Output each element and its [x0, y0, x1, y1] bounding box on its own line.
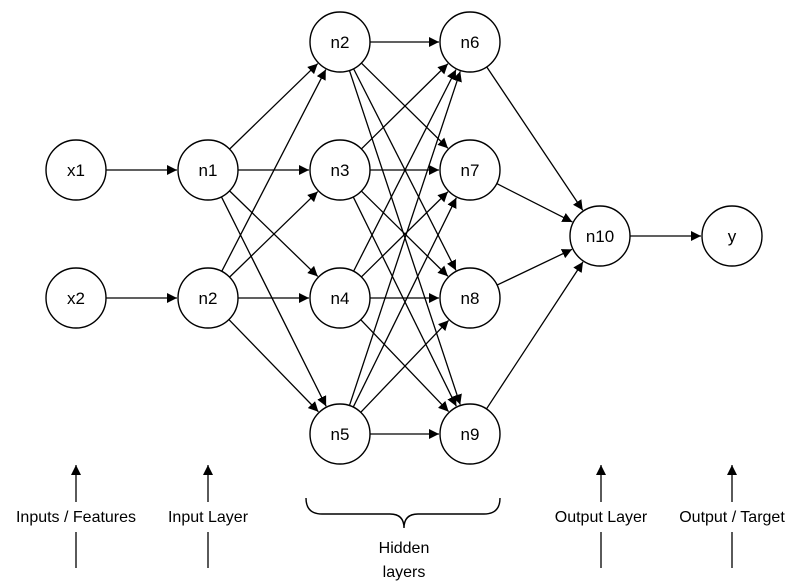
node-circle — [45, 267, 107, 329]
node-y: y — [701, 205, 763, 267]
edge-n7-n10 — [496, 183, 573, 223]
edge-n3-n6 — [360, 63, 449, 150]
node-label: x1 — [67, 161, 85, 180]
node-n3: n3 — [309, 139, 371, 201]
caption-inputs-features: Inputs / Features — [16, 509, 136, 526]
node-circle — [439, 11, 501, 73]
node-n8: n8 — [439, 267, 501, 329]
edge-n1-n2b — [229, 63, 319, 150]
edge-n2a-n3 — [229, 191, 319, 278]
node-circle — [45, 139, 107, 201]
caption-output-target: Output / Target — [679, 509, 785, 526]
node-n4: n4 — [309, 267, 371, 329]
node-n10: n10 — [569, 205, 631, 267]
node-label: n2 — [199, 289, 218, 308]
node-circle — [309, 139, 371, 201]
node-label: n9 — [461, 425, 480, 444]
node-circle — [439, 267, 501, 329]
nodes: x1 x2 n1 n2 n2 n3 n4 n5 n6 n7 n8 n9 n10 y — [45, 11, 763, 465]
node-n2b: n2 — [309, 11, 371, 73]
node-n7: n7 — [439, 139, 501, 201]
node-circle — [569, 205, 631, 267]
node-circle — [309, 267, 371, 329]
node-n9: n9 — [439, 403, 501, 465]
node-circle — [439, 403, 501, 465]
edge-n5-n6 — [348, 71, 462, 406]
node-n2a: n2 — [177, 267, 239, 329]
node-circle — [701, 205, 763, 267]
node-label: n6 — [461, 33, 480, 52]
node-label: n5 — [331, 425, 350, 444]
node-label: n8 — [461, 289, 480, 308]
connections — [106, 37, 701, 439]
hidden-layers-brace — [305, 497, 501, 529]
node-label: n2 — [331, 33, 350, 52]
node-circle — [439, 139, 501, 201]
edge-n4-n7 — [360, 191, 449, 278]
node-x1: x1 — [45, 139, 107, 201]
node-label: n7 — [461, 161, 480, 180]
node-label: n1 — [199, 161, 218, 180]
caption-output-layer: Output Layer — [555, 509, 648, 526]
edge-n1-n5 — [220, 196, 327, 407]
node-label: n4 — [331, 289, 350, 308]
node-label: n3 — [331, 161, 350, 180]
node-circle — [309, 11, 371, 73]
edge-n6-n10 — [486, 66, 584, 211]
node-n1: n1 — [177, 139, 239, 201]
node-x2: x2 — [45, 267, 107, 329]
edge-n5-n7 — [352, 197, 457, 408]
edge-n2a-n2b — [221, 69, 327, 272]
caption-input-layer: Input Layer — [168, 509, 249, 526]
node-label: n10 — [586, 227, 614, 246]
node-label: x2 — [67, 289, 85, 308]
caption-hidden-line2: layers — [383, 564, 426, 581]
node-circle — [177, 139, 239, 201]
node-circle — [309, 403, 371, 465]
edge-n8-n10 — [496, 248, 573, 286]
edge-n4-n6 — [353, 69, 457, 272]
node-n6: n6 — [439, 11, 501, 73]
edge-n2a-n5 — [228, 319, 319, 413]
node-label: y — [728, 227, 737, 246]
node-circle — [177, 267, 239, 329]
caption-arrows — [71, 465, 737, 568]
edge-n5-n8 — [360, 319, 450, 413]
node-n5: n5 — [309, 403, 371, 465]
edge-n9-n10 — [485, 261, 584, 410]
caption-hidden-line1: Hidden — [379, 540, 430, 557]
